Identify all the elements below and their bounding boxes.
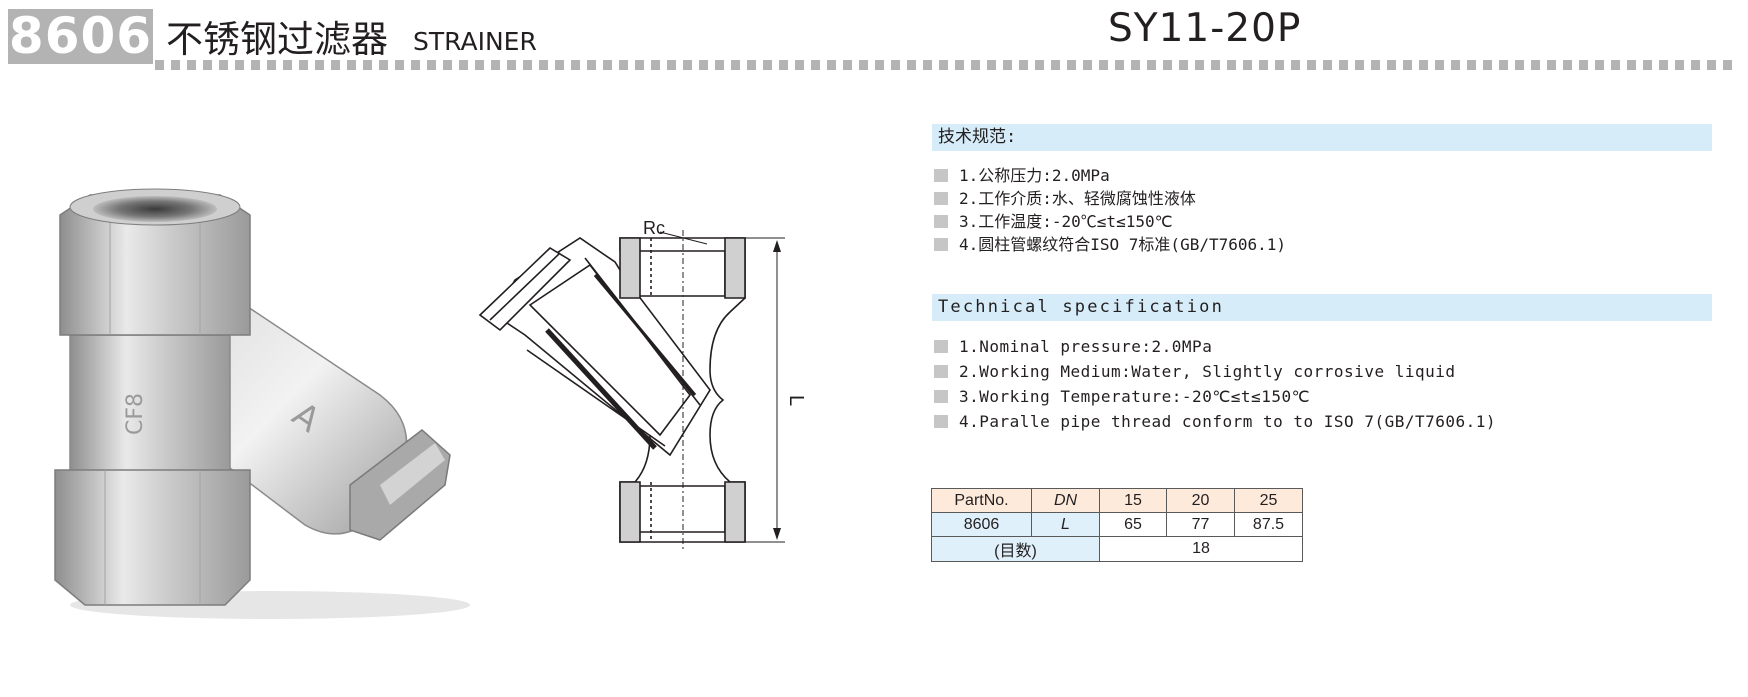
spec-heading-en: Technical specification	[932, 294, 1712, 321]
length-value-cell: 87.5	[1234, 512, 1303, 537]
size-header: 15	[1099, 488, 1167, 513]
cross-section-drawing: Rc L	[478, 220, 807, 550]
size-header: 20	[1166, 488, 1235, 513]
bullet-square-icon	[934, 215, 948, 228]
header-dashed-divider	[155, 60, 1739, 70]
spec-list-en: 1.Nominal pressure:2.0MPa 2.Working Medi…	[932, 334, 1496, 434]
spec-item-cn: 2.工作介质:水、轻微腐蚀性液体	[932, 187, 1286, 210]
bullet-square-icon	[934, 340, 948, 353]
thread-label: Rc	[643, 220, 665, 238]
dimension-table: PartNo. DN 15 20 25 8606 L 65 77 87.5 (目…	[931, 488, 1303, 562]
size-header: 25	[1234, 488, 1303, 513]
bullet-square-icon	[934, 415, 948, 428]
product-code-badge: 8606	[8, 7, 153, 65]
spec-item-cn: 3.工作温度:-20℃≤t≤150℃	[932, 210, 1286, 233]
table-header-row: PartNo. DN 15 20 25	[931, 488, 1303, 513]
spec-item-cn: 1.公称压力:2.0MPa	[932, 164, 1286, 187]
bullet-square-icon	[934, 238, 948, 251]
spec-list-cn: 1.公称压力:2.0MPa 2.工作介质:水、轻微腐蚀性液体 3.工作温度:-2…	[932, 164, 1286, 256]
length-value-cell: 77	[1166, 512, 1235, 537]
bullet-square-icon	[934, 169, 948, 182]
length-value-cell: 65	[1099, 512, 1167, 537]
spec-item-en: 4.Paralle pipe thread conform to to ISO …	[932, 409, 1496, 434]
length-dimension-label: L	[785, 395, 807, 406]
length-symbol-cell: L	[1031, 512, 1100, 537]
mesh-count-label-cell: (目数)	[931, 536, 1100, 562]
spec-item-cn: 4.圆柱管螺纹符合ISO 7标准(GB/T7606.1)	[932, 233, 1286, 256]
bullet-square-icon	[934, 390, 948, 403]
bullet-square-icon	[934, 192, 948, 205]
bullet-square-icon	[934, 365, 948, 378]
table-row: (目数) 18	[931, 536, 1303, 562]
product-title-cn: 不锈钢过滤器	[166, 18, 388, 61]
product-photo: CF8 A	[54, 188, 470, 619]
dn-header: DN	[1031, 488, 1100, 513]
table-row: 8606 L 65 77 87.5	[931, 512, 1303, 537]
spec-item-en: 1.Nominal pressure:2.0MPa	[932, 334, 1496, 359]
mesh-count-value-cell: 18	[1099, 536, 1303, 562]
part-no-cell: 8606	[931, 512, 1032, 537]
spec-heading-cn: 技术规范:	[932, 124, 1712, 151]
spec-item-en: 3.Working Temperature:-20℃≤t≤150℃	[932, 384, 1496, 409]
spec-item-en: 2.Working Medium:Water, Slightly corrosi…	[932, 359, 1496, 384]
product-title-en: STRAINER	[413, 27, 537, 56]
model-number: SY11-20P	[1108, 6, 1302, 51]
body-marking-text: CF8	[123, 393, 148, 435]
part-no-header: PartNo.	[931, 488, 1032, 513]
